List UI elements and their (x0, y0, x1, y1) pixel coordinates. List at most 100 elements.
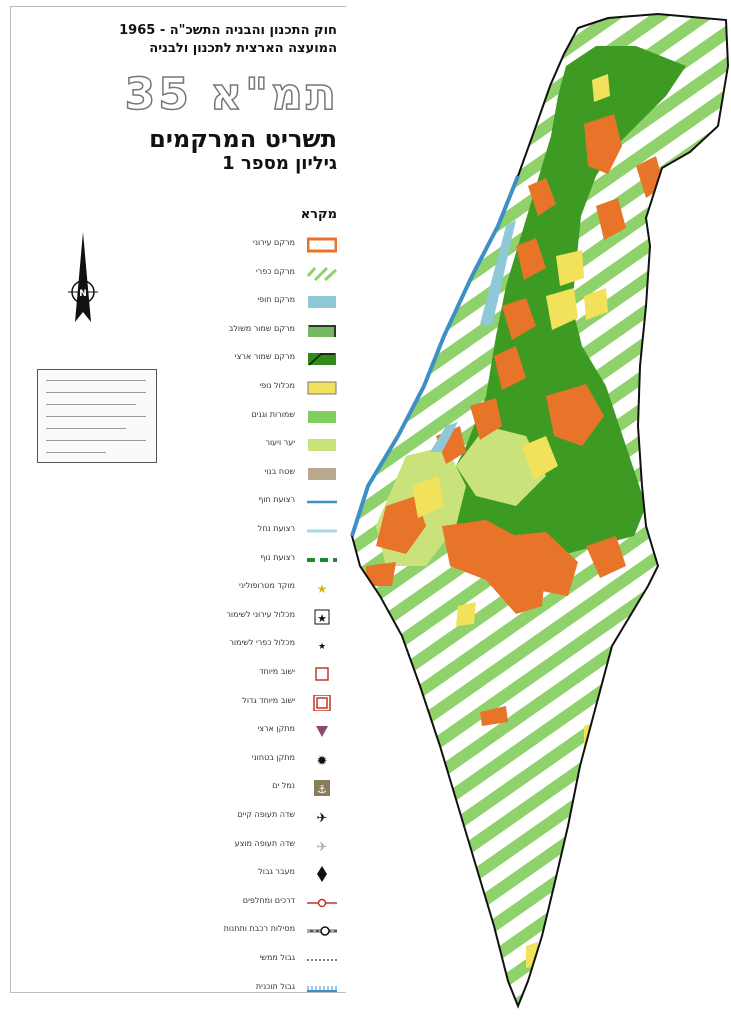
legend-item-square-big: ישוב מיוחד גדול (87, 693, 337, 713)
legend-panel: חוק התכנון והבניה התשכ"ה - 1965 המועצה ה… (10, 6, 348, 993)
legend-swatch-scenic (307, 552, 337, 568)
urban-areas (366, 114, 664, 726)
legend-label: מכלול נופי (259, 381, 295, 390)
legend-swatch-star-small: ★ (307, 637, 337, 653)
shore-strip-line (350, 175, 520, 537)
legend-swatch-national (307, 351, 337, 367)
legend-swatch-plane-light: ✈ (307, 838, 337, 855)
legend-item-scenic: רצועת נוף (87, 550, 337, 570)
legend-item-rail: מסילות רכבת ותחנות (87, 921, 337, 941)
legend-item-square: ישוב מיוחד (87, 664, 337, 684)
svg-text:✈: ✈ (317, 840, 328, 854)
legend-swatch-combined (307, 323, 337, 339)
legend-label: רצועת חוף (258, 495, 295, 505)
legend-item-plan-border: גבול תוכנית (87, 979, 337, 999)
legend-label: יער ויעור (265, 438, 295, 448)
legend-item-reserves: שמורות וגנים (87, 407, 337, 427)
legend-item-national: מרקם שמור ארצי (87, 349, 337, 369)
legend-swatch-dotted (307, 952, 337, 968)
sheet-number: גיליון מספר 1 (222, 153, 337, 174)
legend-label: רצועת נוף (260, 552, 295, 562)
legend-swatch-star-box: ★ (307, 609, 337, 625)
legend-label: מרקם שמור ארצי (234, 352, 295, 362)
svg-text:★: ★ (317, 612, 327, 625)
legend-label: מוקד מטרופוליני (238, 581, 295, 591)
legend-item-road: דרכים ומחלפים (87, 893, 337, 913)
legend-label: שמורות וגנים (251, 409, 295, 419)
legend-swatch-rail (307, 923, 337, 939)
plan-name: תמ"א 35 (124, 69, 339, 120)
legend-label: גבול ממשי (259, 953, 295, 962)
legend-item-combined: מרקם שמור משולב (87, 321, 337, 341)
legend-label: מעבר גבול (258, 867, 295, 877)
svg-text:✈: ✈ (317, 811, 328, 825)
legend-swatch-landscape (307, 380, 337, 396)
legend-item-stream: רצועת נחל (87, 521, 337, 541)
map-panel (346, 6, 730, 1016)
legend-label: מרקם כפרי (255, 266, 295, 276)
legend-item-shore: רצועת חוף (87, 492, 337, 512)
svg-text:★: ★ (318, 642, 326, 652)
legend-label: שדה תעופה קיים (237, 810, 295, 819)
legend-label: מתקן בטחוני (251, 752, 295, 762)
legend-swatch-diamond (307, 866, 337, 883)
legend-item-urban: מרקם עירוני (87, 235, 338, 255)
legend-label: מרקם חופי (257, 295, 295, 305)
legend-label: שדה תעופה מוצע (234, 838, 295, 848)
landscape-areas (412, 74, 610, 968)
legend-swatch-shore (307, 494, 337, 510)
legend-swatch-burst: ✹ (307, 752, 337, 769)
legend-item-dotted: גבול ממשי (87, 950, 337, 970)
header-line-law: חוק התכנון והבניה התשכ"ה - 1965 (119, 23, 337, 38)
legend-swatch-plane: ✈ (307, 809, 337, 826)
legend-label: גבול תוכנית (255, 981, 295, 991)
legend-item-anchor: ⚓ נמל ים (87, 778, 337, 798)
legend-label: מכלול עירוני לשימור (226, 609, 295, 619)
header-line-council: המועצה הארצית לתכנון ולבניה (149, 41, 337, 56)
legend-label: שטח בנוי (264, 466, 295, 476)
legend-item-star: ★ מוקד מטרופוליני (87, 578, 337, 598)
legend-label: מסילות רכבת ותחנות (223, 924, 295, 934)
legend-swatch-rural (306, 266, 338, 282)
legend-swatch-coastal (307, 294, 337, 310)
legend-item-plane-light: ✈ שדה תעופה מוצע (87, 836, 337, 856)
sheet-title: תשריט המרקמים (149, 125, 337, 153)
legend-item-diamond: מעבר גבול (87, 864, 337, 884)
legend-title: מקרא (300, 207, 337, 222)
legend-swatch-anchor: ⚓ (307, 780, 337, 797)
legend-label: מכלול כפרי לשימור (229, 638, 295, 648)
legend-label: מרקם עירוני (253, 238, 295, 247)
legend-item-rural: מרקם כפרי (87, 264, 338, 284)
svg-text:⚓: ⚓ (317, 783, 327, 796)
coastal-strip (430, 220, 516, 452)
legend-item-burst: ✹ מתקן בטחוני (87, 750, 337, 770)
legend-swatch-forest (307, 437, 337, 453)
north-arrow-icon: N (63, 232, 103, 331)
legend-swatch-reserves (307, 409, 337, 425)
legend-swatch-square (307, 666, 337, 682)
legend-label: מרקם שמור משולב (228, 323, 295, 333)
legend-item-plane: ✈ שדה תעופה קיים (87, 807, 337, 827)
legend-swatch-star: ★ (307, 580, 337, 596)
legend-item-forest: יער ויעור (87, 435, 337, 455)
israel-map (350, 12, 730, 1009)
svg-text:✹: ✹ (317, 754, 328, 768)
legend-swatch-plan-border (307, 981, 337, 997)
legend-swatch-triangle (307, 723, 337, 739)
approval-stamp (37, 369, 157, 463)
legend-label: מתקן ארצי (257, 724, 296, 734)
legend-label: ישוב מיוחד גדול (242, 695, 295, 705)
legend-item-built: שטח בנוי (87, 464, 337, 484)
svg-text:★: ★ (317, 582, 328, 596)
legend-item-coastal: מרקם חופי (87, 292, 337, 312)
legend-label: ישוב מיוחד (259, 667, 295, 676)
legend-item-landscape: מכלול נופי (87, 378, 337, 398)
legend-swatch-stream (307, 523, 337, 539)
svg-text:N: N (79, 289, 87, 299)
legend-item-star-box: ★ מכלול עירוני לשימור (87, 607, 337, 627)
legend-label: רצועת נחל (257, 524, 295, 533)
legend-swatch-square-big (307, 693, 337, 712)
legend-label: נמל ים (272, 781, 295, 791)
legend-label: דרכים ומחלפים (242, 895, 295, 905)
